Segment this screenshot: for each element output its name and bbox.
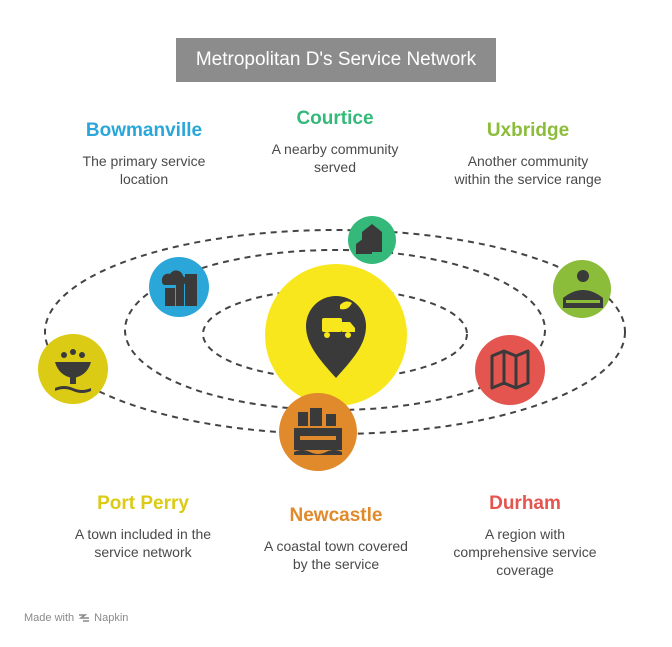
durham-node (475, 335, 545, 405)
center-hub (265, 264, 407, 406)
durham-desc-line1: A region with (484, 526, 566, 542)
napkin-logo-icon (78, 614, 90, 622)
port-perry-node (38, 334, 108, 404)
newcastle-label: Newcastle A coastal town covered by the … (246, 505, 426, 573)
bowmanville-name: Bowmanville (85, 120, 203, 141)
courtice-node (348, 216, 396, 264)
made-with-footer[interactable]: Made with Napkin (24, 612, 128, 624)
countryside-house-icon (563, 270, 603, 308)
bowmanville-label: Bowmanville The primary service location (64, 120, 224, 188)
port-perry-label: Port Perry A town included in the servic… (58, 493, 228, 561)
durham-desc-line3: coverage (496, 562, 554, 578)
delivery-truck-pin-icon (306, 296, 366, 378)
orbit-outer (44, 229, 626, 435)
bowmanville-node (149, 257, 209, 317)
newcastle-node (279, 393, 357, 471)
uxbridge-name: Uxbridge (486, 120, 570, 141)
courtice-desc-line2: served (313, 159, 357, 175)
courtice-label: Courtice A nearby community served (250, 108, 420, 176)
port-perry-desc-line1: A town included in the (74, 526, 212, 542)
made-with-text: Made with (24, 612, 75, 624)
port-perry-name: Port Perry (97, 493, 189, 514)
orbit-middle (124, 249, 546, 411)
bowmanville-desc-line1: The primary service (82, 153, 206, 169)
houses-icon (356, 224, 382, 254)
durham-name: Durham (489, 493, 561, 514)
uxbridge-desc-line1: Another community (467, 153, 589, 169)
fountain-icon (55, 349, 91, 393)
uxbridge-desc-line2: within the service range (454, 171, 602, 187)
durham-label: Durham A region with comprehensive servi… (440, 493, 610, 579)
city-buildings-icon (161, 270, 197, 306)
napkin-brand: Napkin (94, 612, 129, 624)
newcastle-desc-line1: A coastal town covered (264, 538, 408, 554)
diagram-title: Metropolitan D's Service Network (176, 38, 496, 82)
uxbridge-label: Uxbridge Another community within the se… (438, 120, 618, 188)
newcastle-desc-line2: by the service (292, 556, 380, 572)
courtice-desc-line1: A nearby community (271, 141, 399, 157)
newcastle-name: Newcastle (289, 505, 383, 526)
port-perry-desc-line2: service network (94, 544, 192, 560)
durham-desc-line2: comprehensive service (453, 544, 597, 560)
coastal-town-icon (294, 408, 342, 455)
bowmanville-desc-line2: location (119, 171, 169, 187)
map-icon (490, 349, 530, 390)
courtice-name: Courtice (296, 108, 374, 129)
uxbridge-node (553, 260, 611, 318)
